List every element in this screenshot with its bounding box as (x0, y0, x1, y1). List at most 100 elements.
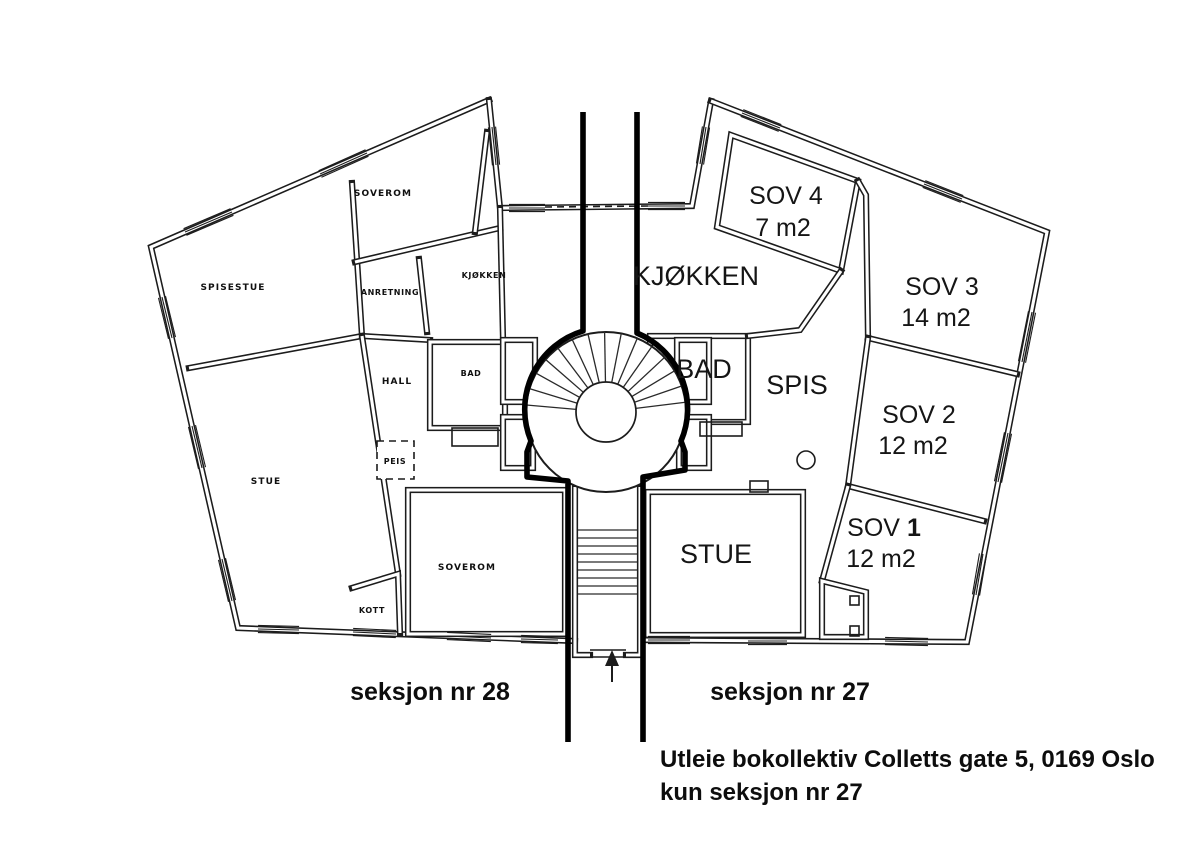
window-hatch (446, 639, 491, 643)
window-hatch (184, 211, 233, 233)
window-hatch (164, 296, 177, 338)
footer-line-1: Utleie bokollektiv Colletts gate 5, 0169… (660, 746, 1155, 773)
window-hatch (1000, 433, 1013, 483)
circle-symbol (796, 450, 816, 470)
window-hatch (740, 115, 779, 132)
spiral-tread (634, 385, 682, 403)
wall-sov2-left-core (846, 337, 870, 487)
spiral-stair-treads (526, 332, 686, 411)
room-area-sov3: 14 m2 (901, 304, 970, 332)
room-label-bad-right: BAD (676, 354, 732, 384)
wall-sov2-bottom-core (847, 484, 985, 523)
room-label-anretning: ANRETNING (361, 288, 419, 297)
window-hatch (975, 553, 984, 596)
window-hatch (447, 631, 492, 635)
room-label-kott: KOTT (359, 606, 385, 615)
spiral-stair-newel (575, 381, 637, 443)
caption-seksjon-27: seksjon nr 27 (710, 678, 870, 706)
window-hatch (194, 425, 207, 468)
closet-post-top (849, 595, 860, 606)
peis-fireplace-box (376, 440, 415, 480)
room-area-sov4: 7 m2 (755, 214, 811, 242)
spiral-tread (535, 372, 581, 399)
spiral-tread (622, 346, 653, 388)
room-label-spisestue: SPISESTUE (200, 283, 265, 293)
room-label-soverom-bottom: SOVEROM (438, 563, 496, 573)
wall-anretning-bottom-core (361, 334, 431, 342)
spiral-tread (545, 359, 584, 393)
window-hatch (695, 126, 703, 164)
window-hatch (520, 642, 558, 645)
window-hatch (1017, 311, 1030, 362)
window-hatch (321, 155, 369, 178)
window-hatch (884, 644, 928, 647)
spiral-tread (603, 332, 607, 383)
room-label-spis: SPIS (766, 370, 828, 400)
straight-stair-treads (578, 529, 637, 595)
room-label-sov3: SOV 3 (905, 273, 979, 301)
room-label-soverom-top: SOVEROM (354, 189, 412, 199)
window-hatch (885, 636, 929, 639)
window-hatch (741, 112, 781, 129)
room-soverom-bottom-box-core (406, 488, 567, 636)
wall-soverom-kjokken-core (473, 131, 489, 233)
window-hatch (318, 149, 366, 172)
wall-soverom-top-bottom-core (354, 226, 501, 264)
window-hatch (521, 634, 559, 637)
spiral-tread (627, 356, 665, 393)
room-area-sov1: 12 m2 (846, 545, 915, 573)
window-hatch (925, 180, 964, 197)
window-hatch (221, 558, 233, 602)
window-hatch (997, 432, 1009, 483)
window-hatch (183, 208, 231, 230)
wall-kjokken-spis-core (747, 270, 843, 338)
window-hatch (884, 640, 929, 643)
section-boundary-right (634, 112, 691, 742)
room-label-sov4: SOV 4 (749, 182, 823, 210)
spiral-tread (571, 339, 594, 386)
window-hatch (191, 425, 203, 469)
room-bad-left-box-core (428, 340, 507, 430)
window-hatch (352, 635, 396, 639)
window-hatch (446, 635, 492, 639)
room-label-bad-left: BAD (461, 369, 482, 378)
wall-kott-core (351, 571, 402, 634)
window-hatch (520, 638, 559, 641)
corridor-left-wall-core (573, 487, 590, 657)
closet-post-bottom (849, 625, 860, 637)
window-hatch (979, 554, 988, 596)
window-hatch (353, 627, 397, 631)
room-label-kjokken-left: KJØKKEN (462, 270, 507, 280)
wall-sov3-bottom-core (867, 336, 1018, 376)
window-hatch (703, 127, 711, 165)
window-hatch (491, 126, 497, 166)
window-hatch (495, 126, 501, 165)
entrance-threshold (590, 649, 626, 658)
window-hatch (186, 214, 234, 236)
room-label-hall: HALL (382, 377, 412, 387)
spiral-tread (635, 401, 686, 409)
wall-kjokken-left-right-core (498, 207, 505, 339)
chimney-box (749, 480, 769, 493)
window-hatch (217, 559, 230, 602)
corridor-right-wall (622, 483, 644, 659)
window-hatch (1021, 311, 1033, 363)
room-stue-right-box-core (646, 490, 805, 637)
corridor-right-wall-core (626, 487, 642, 657)
spiral-tread (529, 387, 578, 404)
window-hatch (157, 297, 170, 339)
window-hatch (187, 426, 200, 469)
window-hatch (257, 632, 299, 635)
section-boundary-left (521, 112, 586, 742)
room-label-stue-right: STUE (680, 539, 752, 569)
room-area-sov2: 12 m2 (878, 432, 947, 460)
corridor-left-wall (571, 483, 594, 659)
window-hatch (258, 624, 300, 627)
wall-kjokken-spis (744, 266, 846, 340)
window-hatch (923, 183, 963, 200)
spiral-tread (557, 347, 589, 389)
window-hatch (993, 432, 1006, 482)
fixtures (376, 205, 860, 682)
window-hatch (971, 553, 980, 595)
